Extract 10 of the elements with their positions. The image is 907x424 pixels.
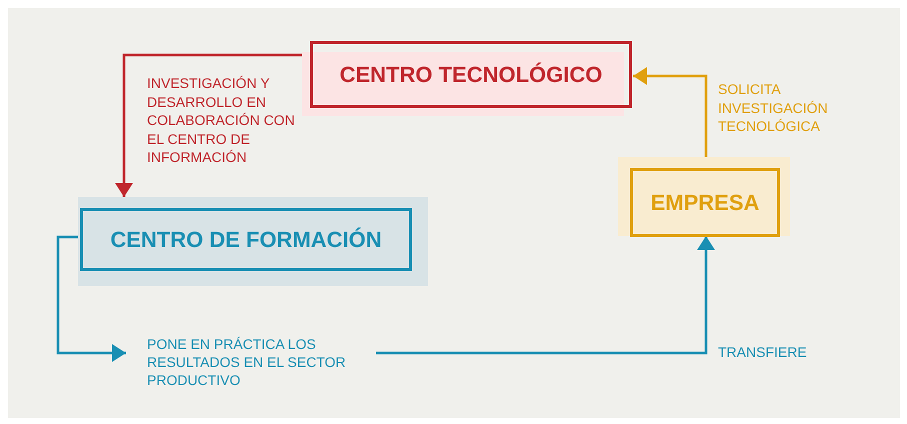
edge-label: TRANSFIERE bbox=[718, 343, 808, 362]
arrow bbox=[56, 236, 126, 362]
edge-label: INVESTIGACIÓN Y DESARROLLO EN COLABORACIÓN CON EL CENTRO DE INFORMACIÓN bbox=[147, 74, 296, 166]
box-title: EMPRESA bbox=[650, 190, 760, 216]
box-title: CENTRO TECNOLÓGICO bbox=[340, 62, 602, 88]
arrow bbox=[376, 236, 715, 354]
flow-text: PONE EN PRÁCTICA LOS RESULTADOS EN EL SECTOR PRODUCTIVO bbox=[147, 335, 347, 389]
arrow bbox=[115, 54, 302, 197]
box-title: CENTRO DE FORMACIÓN bbox=[110, 226, 382, 252]
edge-label: SOLICITA INVESTIGACIÓN TECNOLÓGICA bbox=[718, 80, 829, 136]
